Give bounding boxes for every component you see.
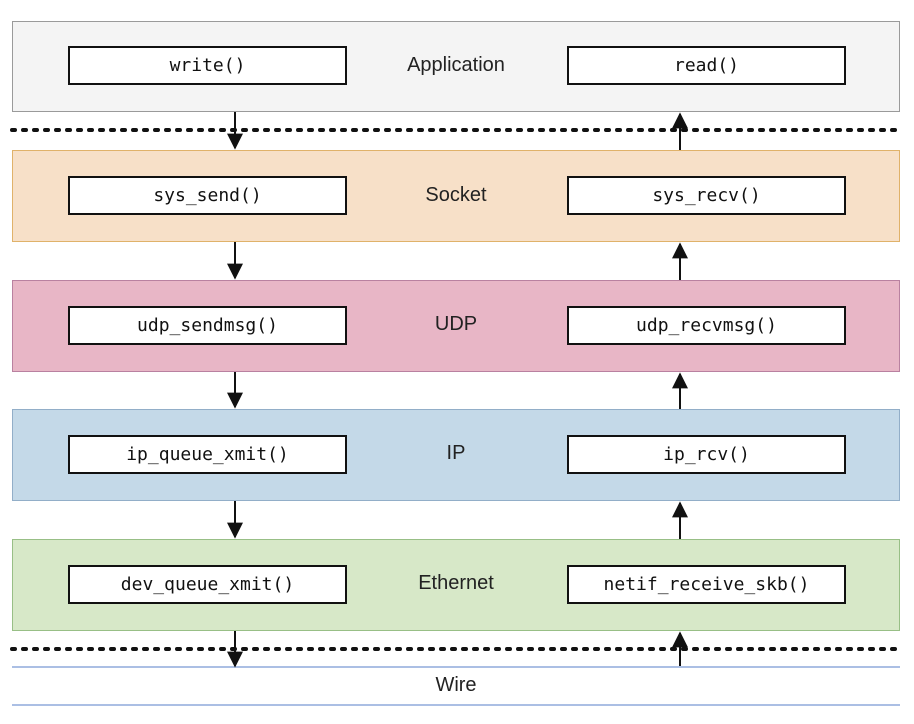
layer-label-ip: IP xyxy=(446,442,466,464)
recv-function-socket: sys_recv() xyxy=(567,176,846,215)
layer-label-application: Application xyxy=(407,54,505,76)
layer-label-ethernet: Ethernet xyxy=(418,572,494,594)
send-function-socket: sys_send() xyxy=(68,176,347,215)
layer-label-socket: Socket xyxy=(425,184,487,206)
recv-function-ip: ip_rcv() xyxy=(567,435,846,474)
send-function-udp: udp_sendmsg() xyxy=(68,306,347,345)
recv-function-application: read() xyxy=(567,46,846,85)
recv-function-ethernet: netif_receive_skb() xyxy=(567,565,846,604)
send-function-application: write() xyxy=(68,46,347,85)
layer-label-udp: UDP xyxy=(434,313,478,335)
wire-label: Wire xyxy=(435,674,477,696)
send-function-ethernet: dev_queue_xmit() xyxy=(68,565,347,604)
recv-function-udp: udp_recvmsg() xyxy=(567,306,846,345)
send-function-ip: ip_queue_xmit() xyxy=(68,435,347,474)
